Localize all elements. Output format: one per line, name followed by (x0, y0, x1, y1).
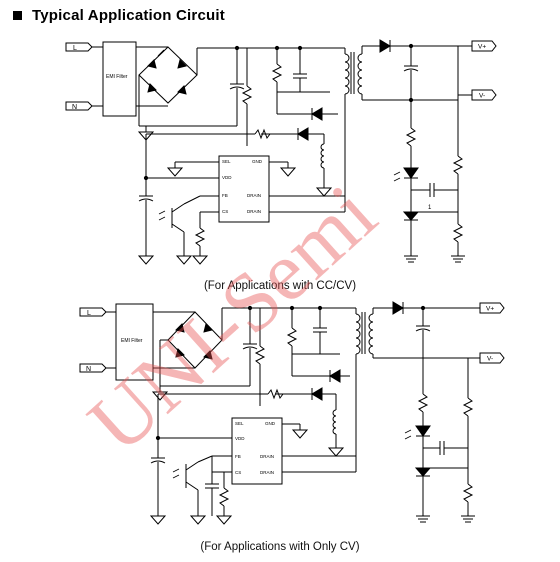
snubber-capacitor (293, 48, 307, 92)
shunt-regulator: 1 (402, 205, 458, 256)
terminal-l-label: L (73, 45, 77, 52)
vout-pos-label: V+ (478, 44, 486, 51)
snubber-diode (291, 354, 350, 383)
input-terminal-l: L (79, 307, 116, 317)
schematic-only-cv: L N EMI Filter (79, 301, 505, 525)
pin-fb-label: FB (222, 193, 228, 198)
terminal-l-label: L (87, 310, 91, 317)
controller-ic: SEL VDD FB CS GND DRAIN DRAIN (231, 417, 283, 485)
startup-resistor (241, 48, 253, 146)
opto-led-resistor (417, 358, 429, 426)
input-terminal-n: N (65, 101, 103, 111)
cs-resistor (191, 212, 209, 265)
compensation-capacitor (411, 183, 458, 197)
pin-drain2-label: DRAIN (247, 209, 261, 214)
secondary-ground (404, 255, 465, 263)
opto-led (393, 167, 419, 208)
aux-resistor (146, 128, 271, 140)
output-terminal-vneg: V- (458, 89, 497, 101)
pin-drain1-label: DRAIN (247, 193, 261, 198)
output-divider-bottom (452, 198, 464, 256)
reference-pin-label: 1 (428, 205, 432, 211)
aux-diode (261, 127, 324, 141)
vout-pos-label: V+ (486, 306, 494, 313)
output-diode (392, 301, 480, 315)
vdd-capacitor (137, 134, 155, 265)
bridge-rectifier (138, 46, 237, 126)
caption-only-cv: (For Applications with Only CV) (200, 541, 360, 553)
vout-neg-label: V- (479, 93, 485, 100)
output-divider-top (452, 100, 464, 198)
section-title: Typical Application Circuit (32, 6, 225, 24)
pin-cs-label: CS (222, 209, 228, 214)
cs-resistor (215, 472, 233, 525)
emi-filter-block: EMI Filter (102, 41, 168, 117)
snubber-diode (276, 92, 338, 121)
bridge-rectifier (159, 307, 250, 386)
section-heading: Typical Application Circuit (13, 4, 225, 26)
output-capacitor (403, 43, 419, 103)
terminal-n-label: N (72, 104, 77, 111)
opto-led-resistor (405, 100, 417, 168)
pin-fb-label: FB (235, 454, 241, 459)
shunt-regulator (414, 464, 468, 516)
input-terminal-n: N (79, 363, 116, 373)
bulk-capacitor (139, 48, 245, 127)
output-diode (379, 39, 470, 53)
snubber-capacitor (313, 308, 327, 354)
secondary-ground (416, 515, 475, 523)
fb-capacitor (205, 456, 219, 516)
pin-gnd-label: GND (265, 421, 276, 426)
output-divider-bottom (462, 474, 474, 516)
snubber-resistor (286, 308, 298, 354)
aux-winding (315, 134, 333, 197)
aux-diode (275, 387, 336, 401)
startup-resistor (254, 308, 266, 406)
pin-sel-label: SEL (235, 421, 244, 426)
caption-cc-cv: (For Applications with CC/CV) (203, 280, 357, 292)
input-terminal-l: L (65, 42, 103, 52)
aux-winding (327, 394, 345, 457)
aux-resistor (158, 388, 284, 400)
optocoupler-transistor (172, 455, 213, 525)
vout-neg-label: V- (487, 356, 493, 363)
pin-vdd-label: VDD (222, 175, 232, 180)
transformer-primary (355, 308, 366, 458)
emi-filter-block: EMI Filter (115, 303, 195, 381)
schematic-cc-cv: L N EMI Filter (65, 39, 497, 265)
pin-drain2-label: DRAIN (260, 470, 274, 475)
output-terminal-vpos: V+ (458, 40, 497, 52)
pin-cs-label: CS (235, 470, 241, 475)
vdd-capacitor (149, 394, 167, 525)
pin-drain1-label: DRAIN (260, 454, 274, 459)
transformer-secondary (368, 307, 468, 359)
pin-vdd-label: VDD (235, 436, 245, 441)
emi-filter-label: EMI Filter (106, 74, 128, 80)
output-capacitor (415, 305, 431, 358)
output-terminal-vpos: V+ (468, 302, 505, 314)
opto-led (404, 425, 431, 464)
optocoupler-transistor (158, 195, 201, 265)
compensation-capacitor (423, 441, 468, 455)
output-divider-top (462, 358, 474, 474)
output-terminal-vneg: V- (468, 352, 505, 364)
terminal-n-label: N (86, 366, 91, 373)
transformer-secondary (357, 45, 458, 101)
snubber-resistor (271, 48, 283, 92)
pin-sel-label: SEL (222, 159, 231, 164)
pin-gnd-label: GND (252, 159, 263, 164)
bullet-square-icon (13, 10, 22, 20)
ground-symbol (151, 386, 169, 401)
controller-ic: SEL VDD FB CS GND DRAIN DRAIN (218, 155, 270, 223)
bulk-capacitor (160, 308, 258, 387)
transformer-primary (344, 48, 355, 196)
emi-filter-label: EMI Filter (121, 338, 143, 344)
